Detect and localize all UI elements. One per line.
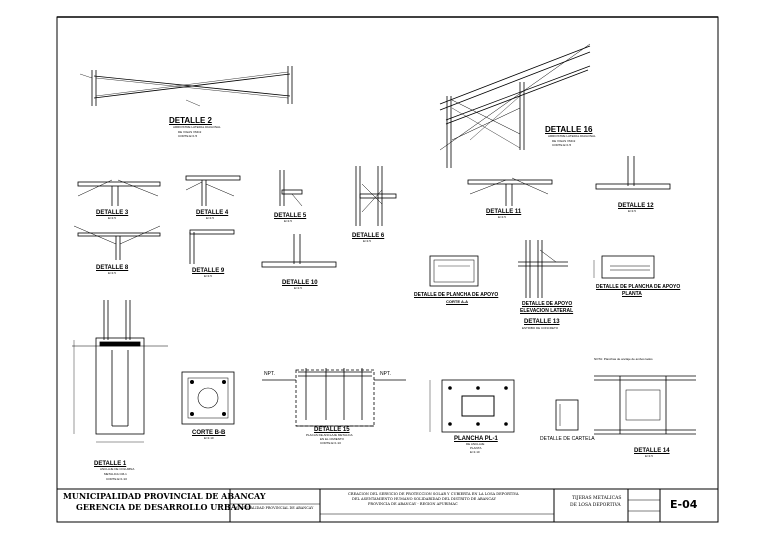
cartela-title: DETALLE DE CARTELA	[540, 436, 595, 442]
detalle-apoyo-sub: ELEVACION LATERAL	[520, 308, 574, 314]
detail-10-drawing	[261, 234, 337, 268]
detail-10-title: DETALLE 10	[282, 280, 318, 286]
plancha-apoyo-corte-drawing	[429, 255, 479, 287]
detail-1-sub3: CORTE E=1:10	[106, 477, 127, 481]
detail-14-title: DETALLE 14	[634, 448, 670, 454]
detail-9-scale: E=1:5	[204, 274, 212, 278]
plancha-pl1-sub2: PLANTA	[470, 446, 482, 450]
detail-1-sub2: METALICA CM-1	[104, 472, 127, 476]
detail-6-title: DETALLE 6	[352, 233, 385, 239]
detail-11-drawing	[467, 177, 553, 206]
detail-14-scale: E=1:5	[645, 454, 653, 458]
detail-16-title: DETALLE 16	[545, 125, 593, 134]
detail-1-title: DETALLE 1	[94, 461, 127, 467]
plancha-apoyo-corte-sub: CORTE A-A	[446, 299, 469, 304]
project-line-3: PROVINCIA DE ABANCAY - REGION APURIMAC	[368, 502, 458, 506]
sheet-code: E-04	[670, 498, 698, 511]
detail-13-sub: ESTRIBO DE CONCRETO	[522, 326, 559, 330]
detail-8-title: DETALLE 8	[96, 265, 129, 271]
detail-8-scale: E=1:5	[108, 271, 116, 275]
detail-3-title: DETALLE 3	[96, 210, 129, 216]
plancha-pl1-drawing	[429, 379, 515, 433]
nota-text: NOTA: Planchas de anclaje de ambos lados	[594, 357, 653, 361]
detail-16-sub3: CORTE E=1:5	[552, 143, 572, 147]
corte-bb-title: CORTE B-B	[192, 430, 226, 436]
plancha-apoyo-planta-drawing	[593, 255, 655, 279]
title-block-lines	[57, 488, 718, 522]
plancha-apoyo-planta-sub: PLANTA	[622, 291, 642, 297]
npt-left-label: NPT.	[264, 371, 275, 377]
plancha-pl1-title: PLANCHA PL-1	[454, 436, 498, 442]
detail-9-drawing	[189, 229, 235, 264]
detalle-apoyo-elevacion-drawing	[518, 240, 568, 298]
corte-bb-scale: E=1:10	[204, 436, 214, 440]
detalle-apoyo-title: DETALLE DE APOYO	[522, 301, 573, 307]
detail-5-drawing	[279, 170, 303, 207]
detail-10-scale: E=1:5	[294, 286, 302, 290]
cartela-drawing	[555, 399, 579, 431]
detail-9-title: DETALLE 9	[192, 268, 225, 274]
detail-2-drawing	[79, 66, 293, 107]
detail-2-title: DETALLE 2	[169, 116, 212, 125]
detail-4-title: DETALLE 4	[196, 210, 229, 216]
project-line-1: CREACION DEL SERVICIO DE PROTECCION SOLA…	[348, 492, 519, 496]
detail-3-drawing	[77, 179, 161, 206]
plancha-pl1-sub1: DE ANCLAJE	[466, 442, 485, 446]
entity-name: MUNICIPALIDAD PROVINCIAL DE ABANCAY	[63, 491, 266, 501]
detail-12-drawing	[595, 156, 671, 190]
owner-name: MUNICIPALIDAD PROVINCIAL DE ABANCAY	[234, 506, 314, 510]
detail-15-sub1: PLACAS DE ANCLAJE METALICA	[306, 433, 353, 437]
detail-5-title: DETALLE 5	[274, 213, 307, 219]
detail-6-scale: E=1:5	[363, 239, 371, 243]
detail-6-drawing	[355, 166, 397, 226]
npt-right-label: NPT.	[380, 371, 391, 377]
detail-12-title: DETALLE 12	[618, 203, 654, 209]
detail-4-drawing	[185, 175, 241, 206]
detail-15-title: DETALLE 15	[314, 427, 350, 433]
plancha-apoyo-corte-title: DETALLE DE PLANCHA DE APOYO	[414, 292, 499, 298]
detail-2-sub1: ARRIOSTRE LATERAL DIAGONAL	[173, 125, 221, 129]
detail-11-scale: E=1:5	[498, 215, 506, 219]
detail-15-sub3: CORTE E=1:10	[320, 441, 341, 445]
corte-bb-drawing	[181, 371, 235, 425]
detail-3-scale: E=1:5	[108, 216, 116, 220]
detail-2-sub3: CORTE E=1:5	[178, 134, 198, 138]
detail-16-drawing	[439, 43, 591, 168]
plancha-pl1-sub3: E=1:10	[470, 450, 480, 454]
sheet-border	[56, 16, 719, 523]
plancha-apoyo-planta-title: DETALLE DE PLANCHA DE APOYO	[596, 284, 681, 290]
detail-13-title: DETALLE 13	[524, 319, 560, 325]
detail-11-title: DETALLE 11	[486, 209, 522, 215]
detail-1-drawing	[72, 300, 168, 443]
detail-16-sub1: ARRIOSTRE LATERAL DIAGONAL	[548, 134, 596, 138]
detail-15-sub2: EN EL CIMIENTO	[320, 437, 345, 441]
detail-4-scale: E=1:5	[206, 216, 214, 220]
detail-16-sub2: DE VIGAS VMC2	[552, 139, 576, 143]
detail-14-drawing	[594, 375, 696, 435]
detail-8-drawing	[73, 225, 161, 260]
project-line-2: DEL ASENTAMIENTO HUMANO SOLIDARIDAD DEL …	[352, 497, 496, 501]
sheet-title-line-2: DE LOSA DEPORTIVA	[570, 503, 621, 508]
detail-1-sub1: ANCLAJE DE COLUMNA	[100, 467, 135, 471]
detail-12-scale: E=1:5	[628, 209, 636, 213]
entity-department: GERENCIA DE DESARROLLO URBANO	[76, 502, 252, 512]
sheet-title-line-1: TIJERAS METALICAS	[572, 496, 622, 501]
detail-2-sub2: DE VIGAS VMC2	[178, 130, 202, 134]
detail-15-drawing	[262, 368, 406, 427]
detail-5-scale: E=1:5	[284, 219, 292, 223]
